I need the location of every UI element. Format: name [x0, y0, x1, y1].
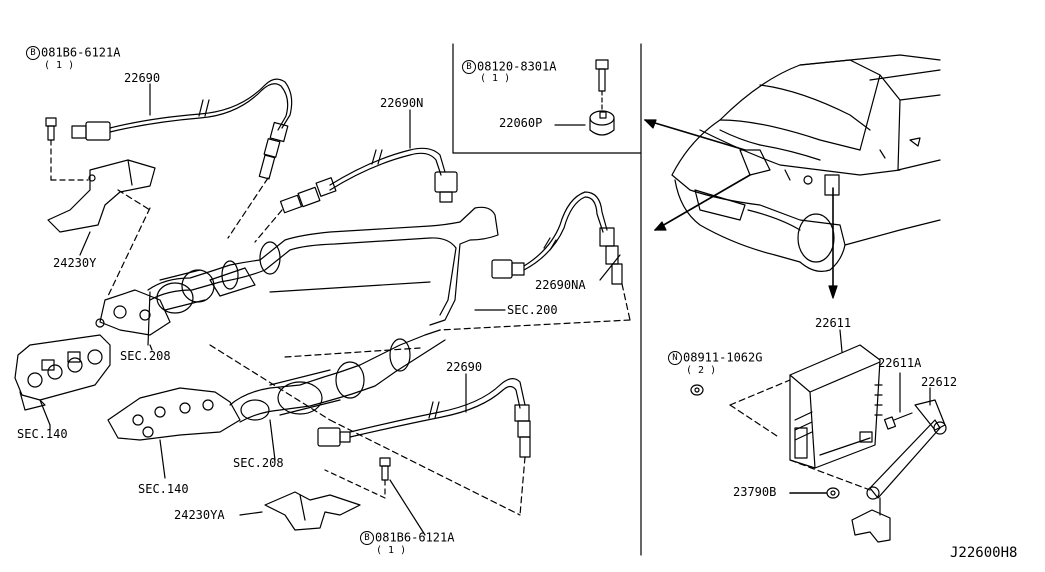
nut-qty: ( 2 ) — [686, 365, 717, 376]
bolt-and-bracket-24230ya — [264, 457, 426, 536]
lower-exhaust-assembly — [107, 329, 446, 461]
cylinder-head-upper — [14, 334, 111, 426]
bolt-part-number: 08120-8301A — [477, 59, 557, 74]
sec208-upper-label: SEC.208 — [120, 349, 171, 363]
ecm-bracket-label: 22612 — [921, 375, 958, 389]
bracket-24230ya-label: 24230YA — [174, 508, 225, 522]
nut-prefix-badge: N — [668, 351, 682, 365]
leader-lines — [49, 83, 621, 516]
oxygen-sensor-n — [254, 147, 458, 243]
oxygen-sensor-upper — [71, 78, 293, 239]
sec140-lower-label: SEC.140 — [138, 482, 189, 496]
bolt-part-number: 081B6-6121A — [375, 530, 455, 545]
sensor-22690-lower-label: 22690 — [446, 360, 483, 374]
bolt-prefix-badge: B — [462, 60, 476, 74]
bolt-top-left-qty: ( 1 ) — [44, 60, 75, 71]
sensor-22690-label: 22690 — [124, 71, 161, 85]
ecm-label: 22611 — [815, 316, 852, 330]
sec208-lower-label: SEC.208 — [233, 456, 284, 470]
bolt-prefix-badge: B — [26, 46, 40, 60]
bolt-prefix-badge: B — [360, 531, 374, 545]
bolt-part-number: 081B6-6121A — [41, 45, 121, 60]
bolt-inset-qty: ( 1 ) — [480, 73, 511, 84]
dashed-relations — [107, 207, 521, 516]
vehicle-outline — [671, 54, 941, 272]
location-arrows — [644, 119, 838, 299]
ecm-assembly — [690, 329, 947, 543]
sec140-upper-label: SEC.140 — [17, 427, 68, 441]
knock-sensor-label: 22060P — [499, 116, 543, 130]
bolt-bottom-qty: ( 1 ) — [376, 545, 407, 556]
nut-part-number: 08911-1062G — [683, 350, 763, 365]
sec200-label: SEC.200 — [507, 303, 558, 317]
bracket-24230y-label: 24230Y — [53, 256, 97, 270]
ecm-bracket-a-label: 22611A — [878, 356, 922, 370]
bolt-and-bracket-24230y — [45, 117, 156, 233]
nut-b-label: 23790B — [733, 485, 777, 499]
oxygen-sensor-lower — [317, 378, 531, 516]
oxygen-sensor-na — [439, 191, 631, 331]
diagram-code: J22600H8 — [950, 545, 1018, 561]
upper-exhaust-assembly — [95, 206, 499, 346]
panel-dividers — [452, 43, 642, 556]
knock-sensor-inset — [589, 59, 615, 136]
sensor-22690na-label: 22690NA — [535, 278, 586, 292]
sensor-22690n-label: 22690N — [380, 96, 424, 110]
